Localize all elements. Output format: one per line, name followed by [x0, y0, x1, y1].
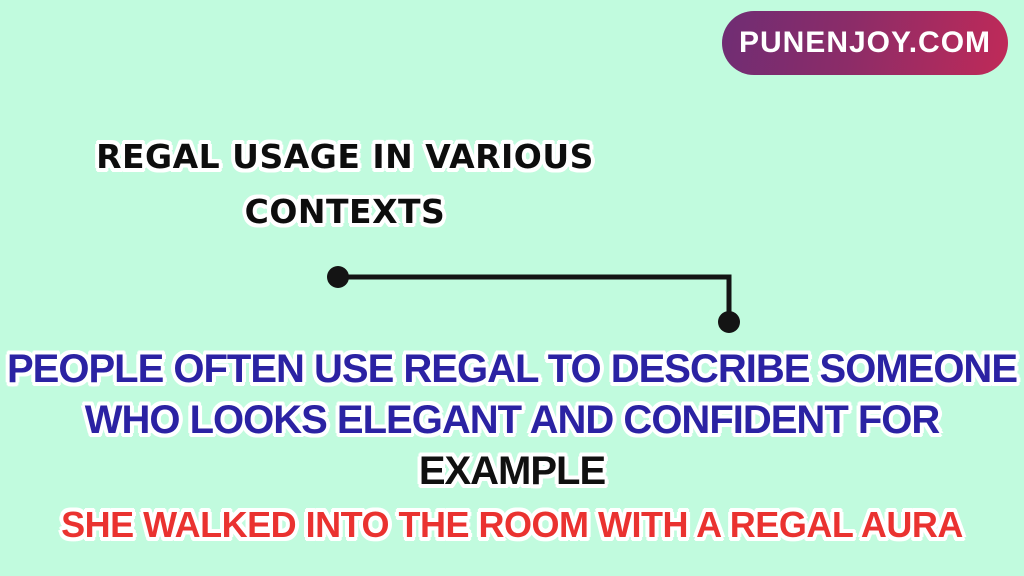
title-line-1: REGAL USAGE IN VARIOUS: [96, 137, 594, 176]
connector-end-dot: [718, 311, 740, 333]
site-badge-label: PUNENJOY.COM: [738, 26, 992, 59]
definition-line-1: PEOPLE OFTEN USE REGAL TO DESCRIBE SOMEO…: [6, 347, 1018, 391]
site-badge: PUNENJOY.COM: [722, 11, 1008, 75]
connector-path: [338, 274, 732, 322]
definition-text: PEOPLE OFTEN USE REGAL TO DESCRIBE SOMEO…: [0, 344, 1024, 547]
title-line-2: CONTEXTS: [244, 192, 446, 231]
example-sentence: SHE WALKED INTO THE ROOM WITH A REGAL AU…: [61, 504, 963, 545]
connector-start-dot: [327, 266, 349, 288]
definition-line-3: EXAMPLE: [418, 449, 606, 493]
page-title: REGAL USAGE IN VARIOUS CONTEXTS: [45, 129, 645, 239]
definition-line-2: WHO LOOKS ELEGANT AND CONFIDENT FOR: [84, 398, 941, 442]
